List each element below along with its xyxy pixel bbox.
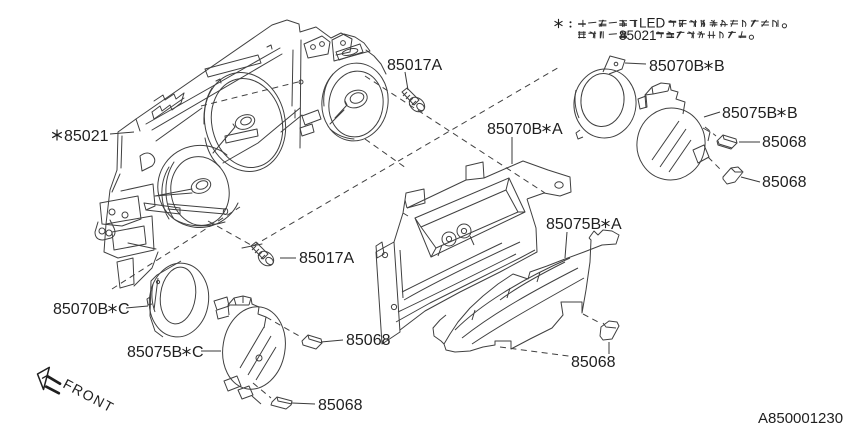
svg-text:85068: 85068 bbox=[762, 134, 807, 151]
svg-text:85070B: 85070B bbox=[53, 301, 108, 318]
svg-text:A: A bbox=[552, 121, 563, 138]
svg-text:85068: 85068 bbox=[762, 174, 807, 191]
svg-text:85017A: 85017A bbox=[387, 57, 442, 74]
svg-text:85070B: 85070B bbox=[649, 58, 704, 75]
svg-text:C: C bbox=[192, 344, 204, 361]
svg-text:85068: 85068 bbox=[318, 397, 363, 414]
svg-text:A850001230: A850001230 bbox=[758, 410, 843, 425]
svg-text:A: A bbox=[611, 216, 622, 233]
svg-text:85017A: 85017A bbox=[299, 250, 354, 267]
svg-text:85075B: 85075B bbox=[722, 105, 777, 122]
svg-text:85021: 85021 bbox=[619, 28, 657, 43]
svg-text:85021: 85021 bbox=[64, 128, 109, 145]
svg-text:LED: LED bbox=[639, 16, 666, 31]
svg-text:85068: 85068 bbox=[571, 354, 616, 371]
svg-text:B: B bbox=[787, 105, 798, 122]
svg-text:85070B: 85070B bbox=[487, 121, 542, 138]
svg-text:85068: 85068 bbox=[346, 332, 391, 349]
svg-text:C: C bbox=[118, 301, 130, 318]
svg-text:B: B bbox=[714, 58, 725, 75]
svg-text:85075B: 85075B bbox=[127, 344, 182, 361]
svg-text:85075B: 85075B bbox=[546, 216, 601, 233]
